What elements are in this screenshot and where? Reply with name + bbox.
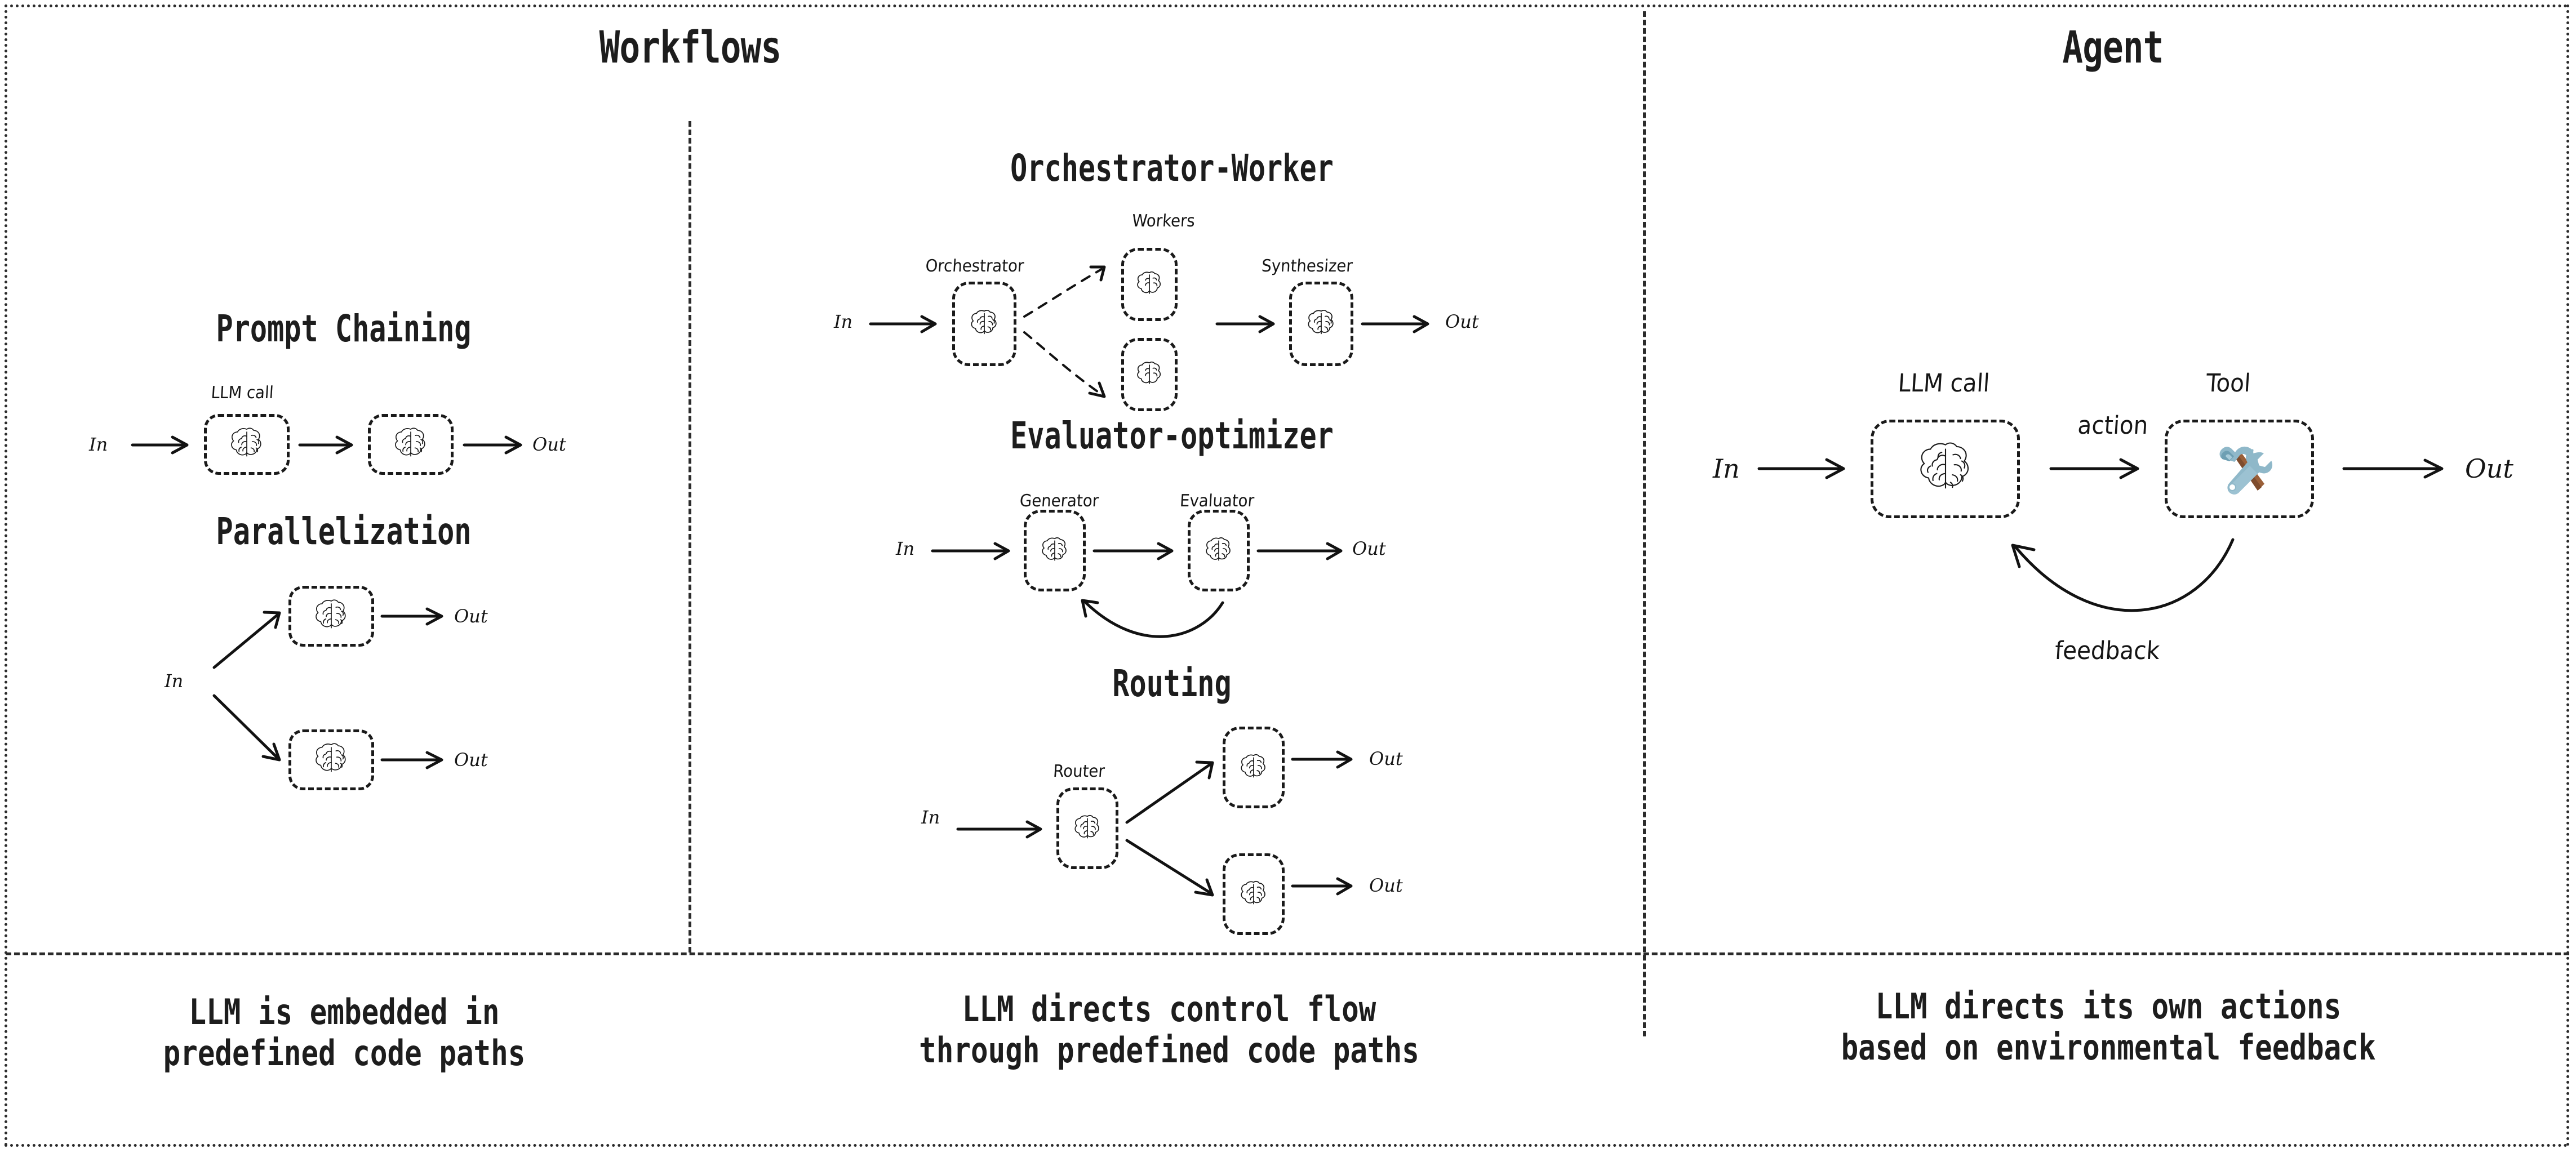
label-generator: Generator (1019, 491, 1100, 511)
brain-icon (1137, 361, 1161, 384)
label-in-agent: In (1713, 453, 1740, 484)
node-parallel-branch-top[interactable] (288, 586, 374, 647)
label-in-prompt-chaining: In (89, 434, 108, 455)
label-agent-tool: Tool (2205, 369, 2251, 398)
brain-icon (231, 428, 261, 457)
label-agent-action: action (2077, 411, 2149, 440)
brain-icon (1241, 754, 1265, 777)
pattern-title-parallelization: Parallelization (216, 510, 472, 553)
label-llm-call: LLM call (210, 383, 274, 403)
node-agent-tool[interactable] (2165, 420, 2314, 518)
column-title-workflows: Workflows (599, 23, 781, 73)
brain-icon (1241, 880, 1265, 904)
label-evaluator: Evaluator (1179, 491, 1255, 511)
node-route-target-top[interactable] (1223, 727, 1285, 808)
label-out-evaluator-optimizer: Out (1352, 538, 1386, 559)
pattern-title-routing: Routing (1112, 662, 1232, 705)
label-out-orchestrator-worker: Out (1445, 311, 1479, 332)
node-route-target-bottom[interactable] (1223, 853, 1285, 935)
node-parallel-branch-bottom[interactable] (288, 729, 374, 790)
brain-icon (971, 309, 997, 335)
label-agent-llm-call: LLM call (1897, 369, 1991, 398)
pattern-title-evaluator-optimizer: Evaluator-optimizer (1010, 414, 1334, 457)
caption-workflows-middle: LLM directs control flow through predefi… (919, 989, 1419, 1071)
brain-icon (1137, 271, 1161, 294)
label-in-orchestrator-worker: In (834, 311, 853, 332)
caption-agent: LLM directs its own actions based on env… (1841, 986, 2376, 1069)
brain-icon (1074, 814, 1099, 838)
label-out-prompt-chaining: Out (532, 434, 566, 455)
outer-dotted-frame (5, 5, 2569, 1147)
label-synthesizer: Synthesizer (1261, 256, 1353, 276)
node-worker-bottom[interactable] (1121, 338, 1178, 411)
column-title-agent: Agent (2062, 23, 2164, 73)
label-out-agent: Out (2465, 453, 2513, 484)
label-in-routing: In (921, 807, 940, 828)
brain-icon (1042, 537, 1067, 560)
label-orchestrator: Orchestrator (925, 256, 1025, 276)
divider-diagram-captions (6, 952, 2569, 955)
label-in-evaluator-optimizer: In (896, 538, 915, 559)
node-llm-call-1[interactable] (204, 414, 290, 475)
label-agent-feedback: feedback (2054, 636, 2161, 665)
label-out-parallelization-bottom: Out (454, 749, 488, 771)
node-generator[interactable] (1024, 510, 1086, 591)
node-llm-call-2[interactable] (368, 414, 454, 475)
node-worker-top[interactable] (1121, 248, 1178, 321)
brain-icon (316, 743, 346, 772)
node-synthesizer[interactable] (1289, 282, 1353, 366)
brain-icon (1920, 442, 1969, 488)
hammer-and-wrench-icon (2219, 446, 2272, 495)
label-out-parallelization-top: Out (454, 606, 488, 627)
caption-workflows-left: LLM is embedded in predefined code paths (163, 991, 526, 1074)
brain-icon (1206, 537, 1231, 560)
label-router: Router (1052, 762, 1105, 781)
node-agent-llm-call[interactable] (1871, 420, 2020, 518)
brain-icon (1308, 309, 1334, 335)
label-out-routing-top: Out (1369, 748, 1403, 769)
label-workers: Workers (1131, 211, 1196, 231)
node-evaluator[interactable] (1188, 510, 1250, 591)
brain-icon (395, 428, 425, 457)
pattern-title-prompt-chaining: Prompt Chaining (216, 307, 472, 350)
divider-workflows-agent (1643, 11, 1646, 1036)
pattern-title-orchestrator-worker: Orchestrator-Worker (1010, 146, 1334, 190)
brain-icon (316, 599, 346, 629)
label-out-routing-bottom: Out (1369, 875, 1403, 896)
divider-workflows-left-middle (689, 121, 691, 952)
label-in-parallelization: In (165, 670, 184, 692)
node-router[interactable] (1056, 787, 1118, 869)
node-orchestrator[interactable] (952, 282, 1016, 366)
